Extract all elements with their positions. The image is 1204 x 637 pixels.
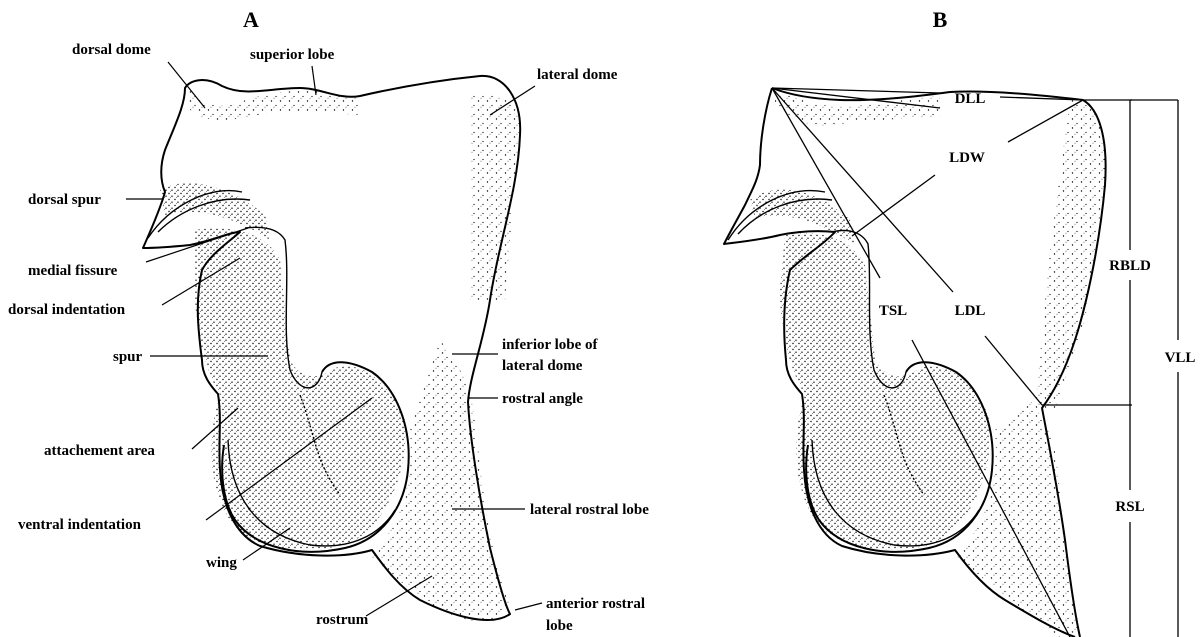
label-wing: wing	[206, 555, 237, 571]
label-dorsal-indentation: dorsal indentation	[8, 302, 126, 318]
label-ldl: LDL	[955, 303, 986, 319]
panel-b-letter: B	[933, 7, 948, 32]
label-rostral-angle: rostral angle	[502, 391, 583, 407]
label-dorsal-dome: dorsal dome	[72, 42, 151, 58]
label-anterior-rostral-lobe-line2: lobe	[546, 618, 573, 634]
label-rsl: RSL	[1115, 499, 1144, 515]
label-tsl: TSL	[879, 303, 907, 319]
panel-a-letter: A	[243, 7, 259, 32]
label-superior-lobe: superior lobe	[250, 47, 335, 63]
label-inferior-lobe-line2: lateral dome	[502, 358, 583, 374]
label-spur: spur	[113, 349, 143, 365]
panel-a-stippling	[160, 88, 520, 622]
label-dorsal-spur: dorsal spur	[28, 192, 101, 208]
label-lateral-dome: lateral dome	[537, 67, 618, 83]
label-rostrum: rostrum	[316, 612, 369, 628]
ldw-line-lower	[852, 175, 935, 236]
panel-a: A	[143, 7, 520, 622]
label-inferior-lobe-line1: inferior lobe of	[502, 337, 599, 353]
label-vll: VLL	[1165, 350, 1196, 366]
label-ventral-indentation: ventral indentation	[18, 517, 142, 533]
leader-anterior-rostral-lobe	[515, 603, 542, 610]
label-ldw: LDW	[949, 150, 985, 166]
label-rbld: RBLD	[1109, 258, 1151, 274]
label-dll: DLL	[955, 91, 986, 107]
leader-dorsal-dome	[168, 62, 205, 108]
ldl-line-lower	[985, 336, 1042, 405]
panel-b: B	[724, 7, 1178, 637]
label-lateral-rostral-lobe: lateral rostral lobe	[530, 502, 649, 518]
label-attachement-area: attachement area	[44, 443, 155, 459]
label-medial-fissure: medial fissure	[28, 263, 118, 279]
label-anterior-rostral-lobe-line1: anterior rostral	[546, 596, 645, 612]
